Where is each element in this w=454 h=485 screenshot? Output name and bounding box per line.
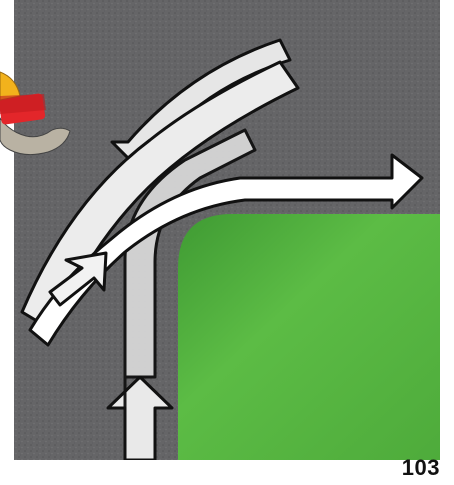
grass-area xyxy=(178,214,440,460)
page-number: 103 xyxy=(402,455,440,481)
